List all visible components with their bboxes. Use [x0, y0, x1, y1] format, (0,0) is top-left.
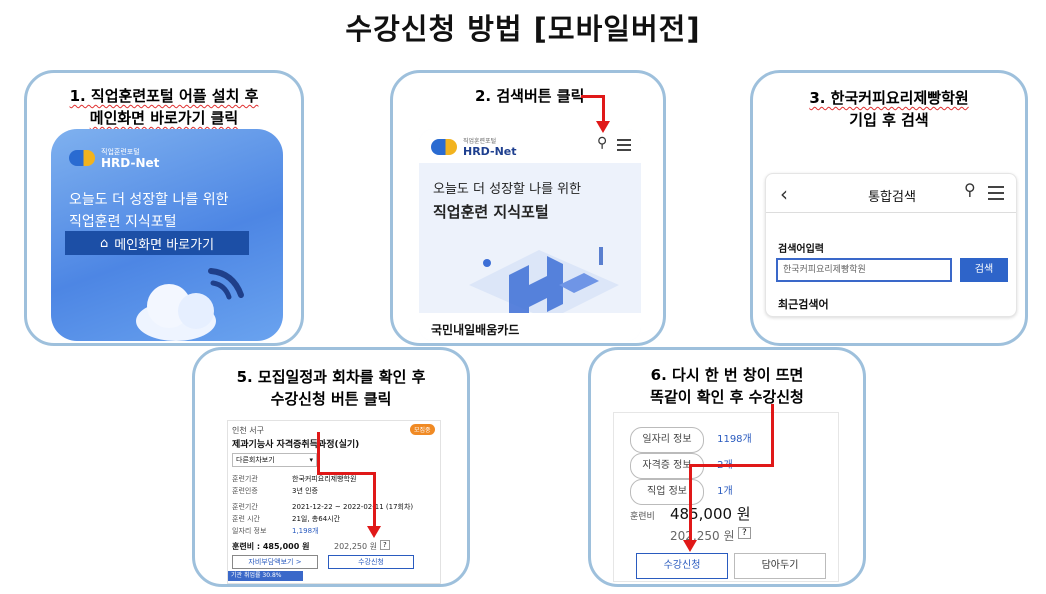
- hrd-logo-icon: [69, 150, 95, 166]
- self-pay-fee: 202,250 원: [670, 529, 735, 543]
- hrd-3d-illustration: [469, 247, 619, 325]
- red-arrow-horizontal: [317, 472, 375, 475]
- course-title: 제과기능사 자격증취득과정(실기): [232, 440, 360, 450]
- red-arrow-shaft: [689, 464, 692, 542]
- save-for-later-button[interactable]: 담아두기: [734, 553, 826, 579]
- logo-sub: 직업훈련포털: [101, 148, 140, 156]
- region-label: 인천 서구: [232, 426, 264, 435]
- step6-panel: 6. 다시 한 번 창이 뜨면 똑같이 확인 후 수강신청 일자리 정보 119…: [588, 347, 866, 587]
- main-shortcut-label: 메인화면 바로가기: [114, 237, 215, 253]
- hrd-logo: 직업훈련포털 HRD-Net: [431, 137, 517, 157]
- tagline-1: 오늘도 더 성장할 나를 위한: [69, 192, 229, 208]
- step1-line2: 메인화면 바로가기 클릭: [89, 109, 239, 127]
- self-pay-fee: 202,250 원: [334, 542, 377, 551]
- search-button[interactable]: 검색: [960, 258, 1008, 282]
- recent-searches-label: 최근검색어: [778, 298, 829, 311]
- info-list: 일자리 정보 1198개 자격증 정보 2개 직업 정보 1개: [630, 427, 752, 505]
- recruiting-badge: 모집중: [410, 424, 435, 435]
- search-input[interactable]: 한국커피요리제빵학원: [776, 258, 952, 282]
- hrd-app-widget[interactable]: 직업훈련포털 HRD-Net 오늘도 더 성장할 나를 위한 직업훈련 지식포털…: [51, 129, 283, 341]
- apply-confirm-screen: 일자리 정보 1198개 자격증 정보 2개 직업 정보 1개 훈련비 485,…: [613, 412, 839, 582]
- hrd-logo: 직업훈련포털 HRD-Net: [69, 147, 159, 169]
- hrd-main-screen: 직업훈련포털 HRD-Net ⚲ 오늘도 더 성장할 나를 위한 직업훈련 지식…: [419, 129, 641, 341]
- menu-icon[interactable]: [617, 139, 631, 151]
- tagline-1: 오늘도 더 성장할 나를 위한: [433, 182, 582, 197]
- red-arrow-horizontal: [689, 464, 774, 467]
- red-arrow-shaft: [602, 95, 605, 123]
- step6-line1: 6. 다시 한 번 창이 뜨면: [650, 366, 804, 384]
- step3-panel: 3. 한국커피요리제빵학원 기입 후 검색 ‹ 통합검색 ⚲ 검색어입력 한국커…: [750, 70, 1028, 346]
- step3-caption: 3. 한국커피요리제빵학원 기입 후 검색: [753, 87, 1025, 131]
- tagline-2: 직업훈련 지식포털: [69, 214, 177, 230]
- logo-brand: HRD-Net: [101, 156, 160, 170]
- step1-line1: 1. 직업훈련포털 어플 설치 후: [69, 87, 259, 105]
- tagline-2: 직업훈련 지식포털: [433, 203, 549, 221]
- logo-sub: 직업훈련포털: [463, 138, 497, 145]
- search-screen: ‹ 통합검색 ⚲ 검색어입력 한국커피요리제빵학원 검색 최근검색어: [765, 173, 1017, 317]
- help-icon[interactable]: ?: [738, 527, 751, 539]
- menu-icon[interactable]: [988, 186, 1004, 200]
- main-shortcut-button[interactable]: ⌂ 메인화면 바로가기: [65, 231, 249, 255]
- red-arrow-shaft: [317, 432, 320, 474]
- training-fee: 485,000 원: [670, 505, 751, 523]
- search-input-label: 검색어입력: [778, 244, 824, 255]
- help-icon[interactable]: ?: [380, 540, 390, 550]
- chevron-down-icon: ▾: [309, 456, 313, 464]
- step2-line1: 2. 검색버튼 클릭: [475, 87, 585, 105]
- search-icon[interactable]: ⚲: [964, 180, 976, 199]
- step6-line2: 똑같이 확인 후 수강신청: [650, 388, 804, 406]
- fee-label: 훈련비: [630, 512, 655, 522]
- step5-caption: 5. 모집일정과 회차를 확인 후 수강신청 버튼 클릭: [195, 366, 467, 410]
- search-header-title: 통합검색: [868, 190, 916, 205]
- search-icon[interactable]: ⚲: [597, 135, 608, 151]
- step5-line2: 수강신청 버튼 클릭: [270, 390, 392, 408]
- other-session-select[interactable]: 다른회차보기 ▾: [232, 453, 317, 467]
- red-arrow-head: [367, 526, 381, 538]
- apply-button[interactable]: 수강신청: [636, 553, 728, 579]
- step1-panel: 1. 직업훈련포털 어플 설치 후 메인화면 바로가기 클릭 직업훈련포털 HR…: [24, 70, 304, 346]
- other-session-label: 다른회차보기: [236, 456, 275, 464]
- back-icon[interactable]: ‹: [780, 182, 788, 206]
- home-icon: ⌂: [99, 235, 109, 251]
- step5-line1: 5. 모집일정과 회차를 확인 후: [236, 368, 426, 386]
- hrd-logo-icon: [431, 139, 457, 155]
- page-title: 수강신청 방법 [모바일버전]: [345, 12, 701, 46]
- red-arrow-head: [683, 540, 697, 552]
- step2-panel: 2. 검색버튼 클릭 직업훈련포털 HRD-Net ⚲ 오늘도 더 성장할 나를…: [390, 70, 666, 346]
- national-card-label[interactable]: 국민내일배움카드: [431, 323, 520, 337]
- info-item: 일자리 정보 1198개: [630, 427, 752, 453]
- employment-rate-bar: 기관 취업률 30.8%: [228, 571, 303, 581]
- cloud-icon: [136, 268, 244, 341]
- step1-caption: 1. 직업훈련포털 어플 설치 후 메인화면 바로가기 클릭: [27, 85, 301, 129]
- step3-line2: 기입 후 검색: [849, 111, 929, 129]
- step2-caption: 2. 검색버튼 클릭: [475, 85, 663, 107]
- course-detail-screen: 인천 서구 모집중 제과기능사 자격증취득과정(실기) 다른회차보기 ▾ 훈련기…: [227, 420, 441, 584]
- training-fee: 훈련비 : 485,000 원: [232, 542, 310, 551]
- self-pay-detail-button[interactable]: 자비부담액보기 >: [232, 555, 318, 569]
- apply-button[interactable]: 수강신청: [328, 555, 414, 569]
- step3-line1: 3. 한국커피요리제빵학원: [809, 89, 969, 107]
- logo-brand: HRD-Net: [463, 145, 517, 158]
- red-arrow: [581, 95, 605, 98]
- step6-caption: 6. 다시 한 번 창이 뜨면 똑같이 확인 후 수강신청: [591, 364, 863, 408]
- red-arrow-shaft: [771, 404, 774, 466]
- red-arrow-head: [596, 121, 610, 133]
- red-arrow-shaft: [373, 472, 376, 528]
- step5-panel: 5. 모집일정과 회차를 확인 후 수강신청 버튼 클릭 인천 서구 모집중 제…: [192, 347, 470, 587]
